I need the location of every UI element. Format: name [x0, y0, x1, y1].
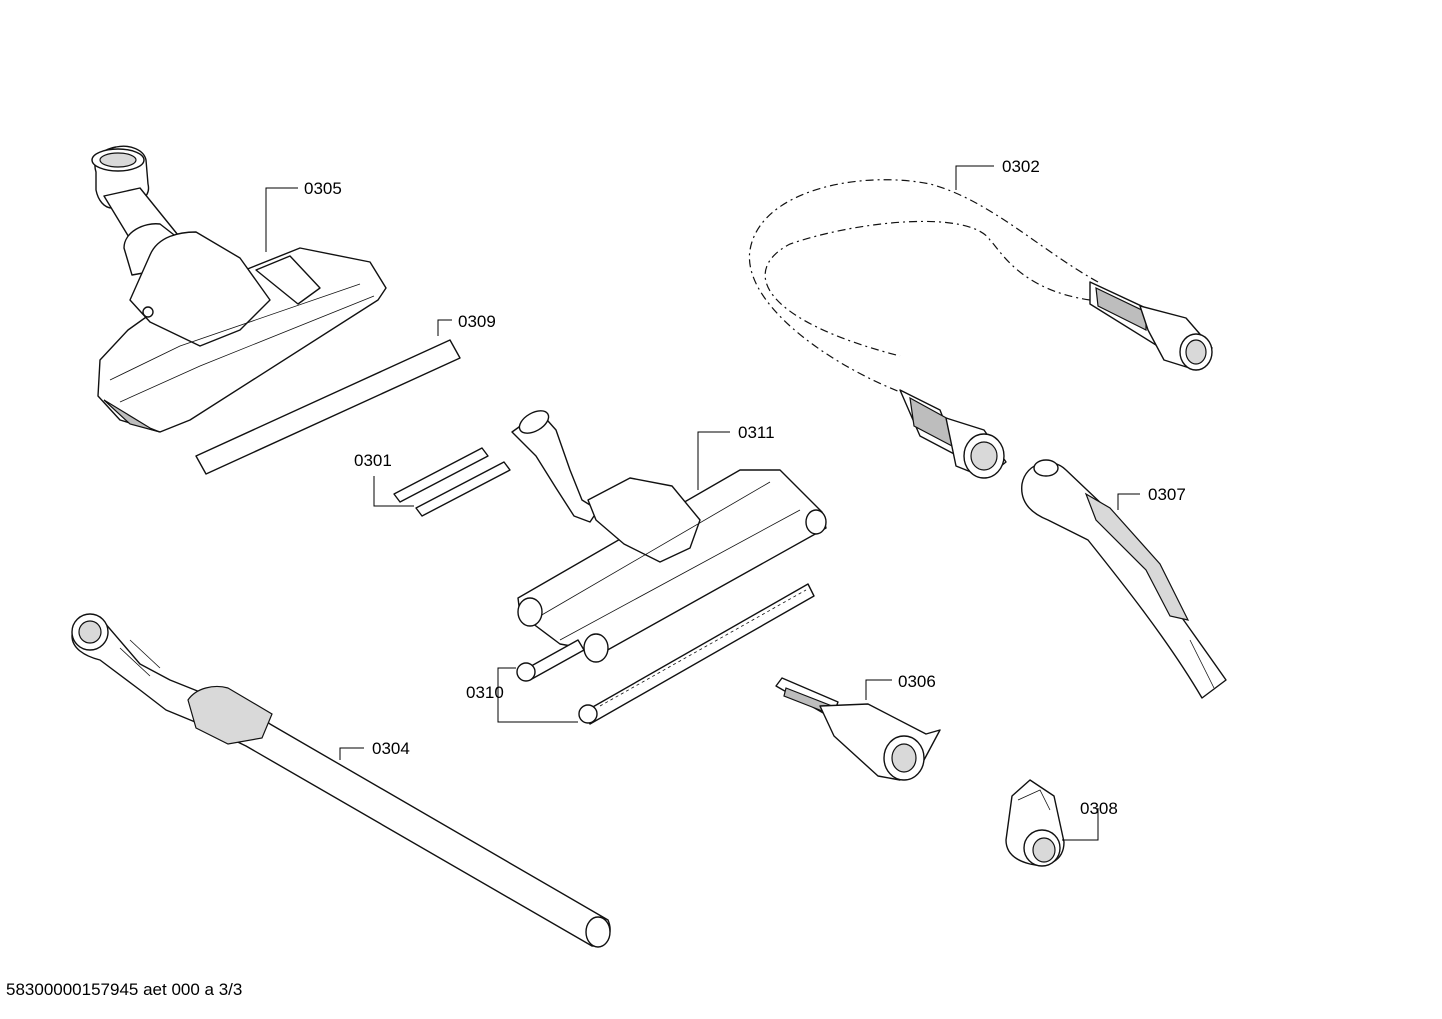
part-label-0308: 0308: [1080, 799, 1118, 818]
leader-0305: 0305: [265, 179, 342, 252]
part-label-0305: 0305: [304, 179, 342, 198]
part-clip[interactable]: [1005, 779, 1065, 867]
leader-0311: 0311: [697, 423, 775, 490]
part-label-0301: 0301: [354, 451, 392, 470]
part-handle[interactable]: [1021, 459, 1227, 699]
part-label-0311: 0311: [738, 423, 775, 442]
part-hard-floor-nozzle[interactable]: [511, 406, 827, 663]
leader-0306: 0306: [865, 672, 936, 700]
part-strips[interactable]: [393, 447, 511, 517]
leader-0308: 0308: [1062, 799, 1118, 841]
leader-0302: 0302: [955, 157, 1040, 190]
leader-0310: 0310: [466, 667, 578, 723]
part-label-0306: 0306: [898, 672, 936, 691]
part-crevice-tool[interactable]: [775, 677, 941, 781]
part-label-0304: 0304: [372, 739, 410, 758]
leader-0304: 0304: [339, 739, 410, 760]
leader-0301: 0301: [354, 451, 414, 507]
leader-0307: 0307: [1117, 485, 1186, 510]
part-floor-nozzle[interactable]: [91, 145, 387, 433]
part-label-0309: 0309: [458, 312, 496, 331]
part-label-0310: 0310: [466, 683, 504, 702]
leader-0309: 0309: [437, 312, 496, 336]
document-footer: 58300000157945 aet 000 a 3/3: [6, 980, 243, 999]
part-telescopic-tube[interactable]: [71, 613, 611, 948]
part-label-0307: 0307: [1148, 485, 1186, 504]
part-nozzle-strip[interactable]: [195, 339, 461, 475]
part-label-0302: 0302: [1002, 157, 1040, 176]
part-brush-rollers[interactable]: [516, 583, 815, 725]
part-suction-hose[interactable]: [748, 179, 1213, 479]
